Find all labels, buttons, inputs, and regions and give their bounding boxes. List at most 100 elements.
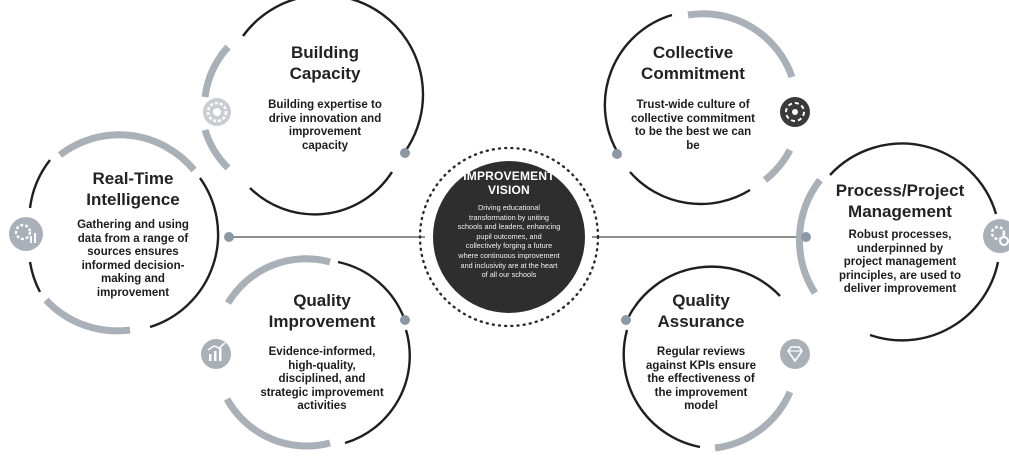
desc-line: Evidence-informed, (268, 346, 376, 358)
ring-dark-arc (242, 0, 425, 154)
desc-line: making and (101, 273, 165, 285)
node-process-project-management (795, 142, 1009, 342)
connector-dot (621, 315, 631, 325)
ring-dark-arc (629, 171, 751, 206)
center-vision (418, 146, 600, 328)
connector-dot (400, 315, 410, 325)
title-line: Intelligence (86, 190, 180, 209)
bar-chart-icon (201, 339, 231, 369)
quality-assurance-description: Regular reviews against KPIs ensure the … (621, 346, 781, 414)
desc-line: the improvement (654, 386, 748, 399)
center-desc-line: Driving educational (477, 203, 541, 212)
connector-dot (224, 232, 234, 242)
ring-grey-arc (714, 390, 794, 452)
gears-icon (983, 219, 1009, 253)
desc-line: model (684, 400, 718, 412)
title-line: Process/Project (835, 181, 965, 200)
desc-line: capacity (301, 139, 349, 152)
desc-line: principles, are used to (838, 269, 962, 282)
desc-line: Robust processes, (848, 229, 952, 241)
connector-dot (801, 232, 811, 242)
ring-dark-arc (622, 329, 701, 449)
title-line: Real-Time (92, 169, 174, 188)
node-collective-commitment (603, 10, 810, 206)
people-circle-icon (780, 97, 810, 127)
center-title-line: IMPROVEMENT (463, 169, 555, 183)
desc-line: collective commitment (631, 112, 755, 125)
ring-grey-arc (201, 128, 231, 171)
center-desc-line: pupil outcomes, and (476, 231, 542, 241)
ring-dark-arc (626, 265, 781, 319)
title-line: Collective (652, 43, 734, 62)
desc-line: disciplined, and (278, 373, 366, 385)
ring-grey-arc (762, 148, 794, 183)
ring-grey-arc (223, 397, 331, 450)
gear-network-icon (203, 98, 231, 126)
center-desc-line: schools and leaders, enhancing (457, 222, 561, 232)
collective-commitment-description: Trust-wide culture of collective commitm… (613, 99, 773, 153)
ring-grey-arc (224, 255, 331, 305)
ring-dark-arc (869, 261, 1000, 342)
title-line: Building (291, 43, 359, 62)
desc-line: be (686, 139, 700, 152)
node-building-capacity (201, 0, 425, 216)
title-line: Improvement (268, 312, 376, 331)
connector-dot (400, 148, 410, 158)
node-quality-assurance (621, 265, 810, 452)
real-time-intelligence-title: Real-Time Intelligence (58, 168, 208, 210)
quality-improvement-title: Quality Improvement (242, 290, 402, 332)
center-dotted-ring (418, 146, 600, 328)
title-line: Quality (293, 291, 351, 310)
process-project-management-description: Robust processes, underpinned by project… (820, 229, 980, 297)
ring-grey-arc (201, 44, 231, 98)
desc-line: deliver improvement (843, 283, 957, 295)
center-disc (433, 161, 585, 313)
center-desc-line: collectively forging a future (465, 241, 553, 251)
collective-commitment-title: Collective Commitment (618, 42, 768, 84)
title-line: Commitment (641, 64, 745, 83)
center-description: Driving educational transformation by un… (434, 203, 584, 280)
desc-line: strategic improvement (260, 386, 384, 399)
center-desc-line: transformation by uniting (469, 212, 549, 222)
ring-grey-arc (687, 10, 796, 79)
connector-dot (612, 149, 622, 159)
center-title: IMPROVEMENT VISION (439, 169, 579, 197)
desc-line: underpinned by (856, 242, 944, 255)
desc-line: project management (843, 256, 957, 268)
desc-line: sources ensures (87, 246, 179, 258)
quality-improvement-description: Evidence-informed, high-quality, discipl… (242, 346, 402, 414)
building-capacity-description: Building expertise to drive innovation a… (250, 99, 400, 153)
building-capacity-title: Building Capacity (250, 42, 400, 84)
ring-dark-arc (337, 260, 406, 319)
desc-line: drive innovation and (268, 112, 382, 125)
node-real-time-intelligence (9, 131, 234, 335)
desc-line: high-quality, (288, 359, 356, 372)
center-title-line: VISION (488, 183, 530, 197)
title-line: Assurance (657, 312, 745, 331)
desc-line: Gathering and using (77, 219, 189, 231)
desc-line: activities (297, 400, 347, 412)
ring-dark-arc (28, 261, 42, 293)
desc-line: data from a range of (77, 232, 189, 245)
ring-dark-arc (249, 171, 394, 216)
diamond-icon (780, 339, 810, 369)
desc-line: the effectiveness of (647, 373, 755, 385)
center-desc-line: of all our schools (481, 270, 537, 280)
desc-line: improvement (96, 286, 170, 299)
desc-line: Trust-wide culture of (636, 99, 750, 111)
quality-assurance-title: Quality Assurance (626, 290, 776, 332)
ring-grey-arc (43, 297, 131, 335)
process-project-management-title: Process/Project Management (820, 180, 980, 222)
ring-dark-arc (149, 177, 220, 329)
desc-line: against KPIs ensure (646, 359, 756, 372)
desc-line: informed decision- (81, 259, 185, 272)
desc-line: Building expertise to (268, 99, 382, 111)
title-line: Quality (672, 291, 730, 310)
ring-grey-arc (57, 131, 197, 173)
ring-dark-arc (344, 329, 411, 445)
ring-dark-arc (829, 142, 998, 215)
title-line: Capacity (289, 64, 361, 83)
desc-line: Regular reviews (656, 346, 746, 358)
ring-grey-arc (795, 177, 823, 295)
desc-line: to be the best we can (634, 126, 752, 138)
